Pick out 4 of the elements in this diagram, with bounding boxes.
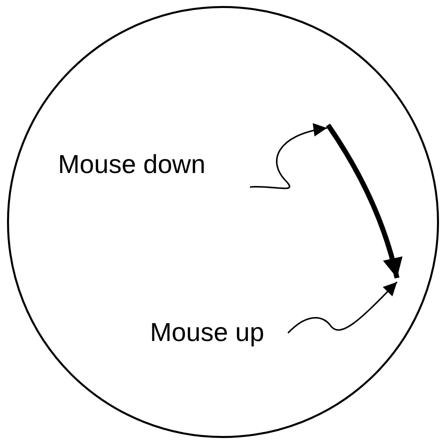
- callout-label: Mouse down: [58, 149, 206, 179]
- callout-label: Mouse up: [150, 317, 264, 347]
- leader-line: [250, 124, 328, 190]
- leader-line: [287, 281, 398, 334]
